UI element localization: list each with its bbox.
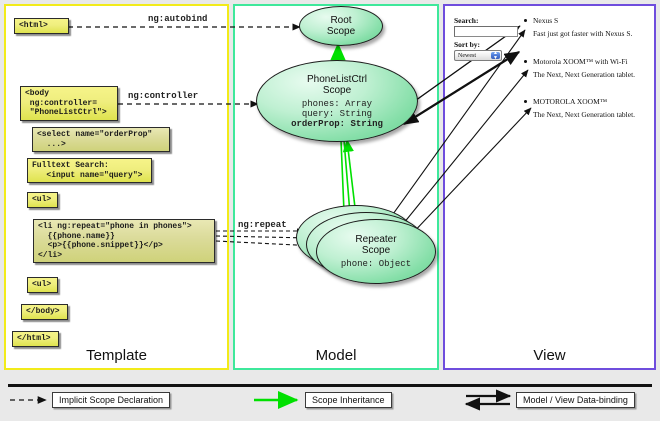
- phone-snippet: Fast just got faster with Nexus S.: [533, 29, 633, 38]
- bullet-icon: [524, 100, 527, 103]
- scope-root-line2: Scope: [326, 26, 356, 37]
- scope-prop-query: query: String: [301, 108, 373, 119]
- search-input[interactable]: [454, 26, 518, 37]
- sort-by-selected-value: Newest: [458, 52, 476, 59]
- code-box-li-repeat: <li ng:repeat="phone in phones"> {{phone…: [33, 219, 215, 263]
- legend-divider: [8, 384, 652, 387]
- code-box-body-close: </body>: [21, 304, 68, 320]
- scope-repeater-line2: Scope: [361, 245, 391, 256]
- scope-prop-phone: phone: Object: [340, 259, 412, 269]
- scope-repeater-line1: Repeater: [355, 234, 397, 245]
- scope-phonelistctrl-line2: Scope: [322, 84, 352, 96]
- edge-label-autobind: ng:autobind: [148, 14, 208, 24]
- legend-scope-inheritance: Scope Inheritance: [305, 392, 392, 408]
- panel-model-title: Model: [315, 347, 357, 364]
- bullet-icon: [524, 60, 527, 63]
- bullet-icon: [524, 19, 527, 22]
- view-search-label: Search:: [454, 16, 479, 25]
- scope-repeater: Repeater Scope phone: Object: [316, 219, 436, 284]
- scope-prop-orderprop: orderProp: String: [291, 118, 383, 129]
- phone-name: MOTOROLA XOOM™: [533, 97, 608, 106]
- code-box-ul-close: <ul>: [27, 277, 58, 293]
- code-box-html-close: </html>: [12, 331, 59, 347]
- chevron-updown-icon[interactable]: ▲▼: [491, 51, 500, 61]
- code-box-ul-open: <ul>: [27, 192, 58, 208]
- edge-label-controller: ng:controller: [128, 91, 199, 101]
- code-box-select: <select name="orderProp" ...>: [32, 127, 170, 152]
- panel-model: Model: [233, 4, 439, 370]
- phone-name: Motorola XOOM™ with Wi-Fi: [533, 57, 628, 66]
- code-box-html-open: <html>: [14, 18, 69, 34]
- scope-root: Root Scope: [299, 6, 383, 46]
- panel-view-title: View: [533, 347, 566, 364]
- view-sort-label: Sort by:: [454, 40, 481, 49]
- phone-name: Nexus S: [533, 16, 559, 25]
- scope-repeater-props: phone: Object: [341, 259, 411, 269]
- scope-phonelistctrl-props: phones: Array query: String orderProp: S…: [291, 99, 383, 129]
- scope-root-line1: Root: [330, 15, 352, 26]
- panel-template-title: Template: [86, 347, 147, 364]
- phone-snippet: The Next, Next Generation tablet.: [533, 110, 636, 119]
- legend-model-view-data-binding: Model / View Data-binding: [516, 392, 635, 408]
- code-box-body-open: <body ng:controller= "PhoneListCtrl">: [20, 86, 118, 121]
- scope-prop-phones: phones: Array: [301, 98, 373, 109]
- scope-phonelistctrl: PhoneListCtrl Scope phones: Array query:…: [256, 60, 418, 142]
- phone-snippet: The Next, Next Generation tablet.: [533, 70, 636, 79]
- scope-phonelistctrl-line1: PhoneListCtrl: [306, 73, 368, 85]
- legend-implicit-scope-declaration: Implicit Scope Declaration: [52, 392, 171, 408]
- code-box-fulltext-search: Fulltext Search: <input name="query">: [27, 158, 152, 183]
- sort-by-select[interactable]: Newest ▲▼: [454, 50, 502, 61]
- edge-label-repeat: ng:repeat: [238, 220, 287, 230]
